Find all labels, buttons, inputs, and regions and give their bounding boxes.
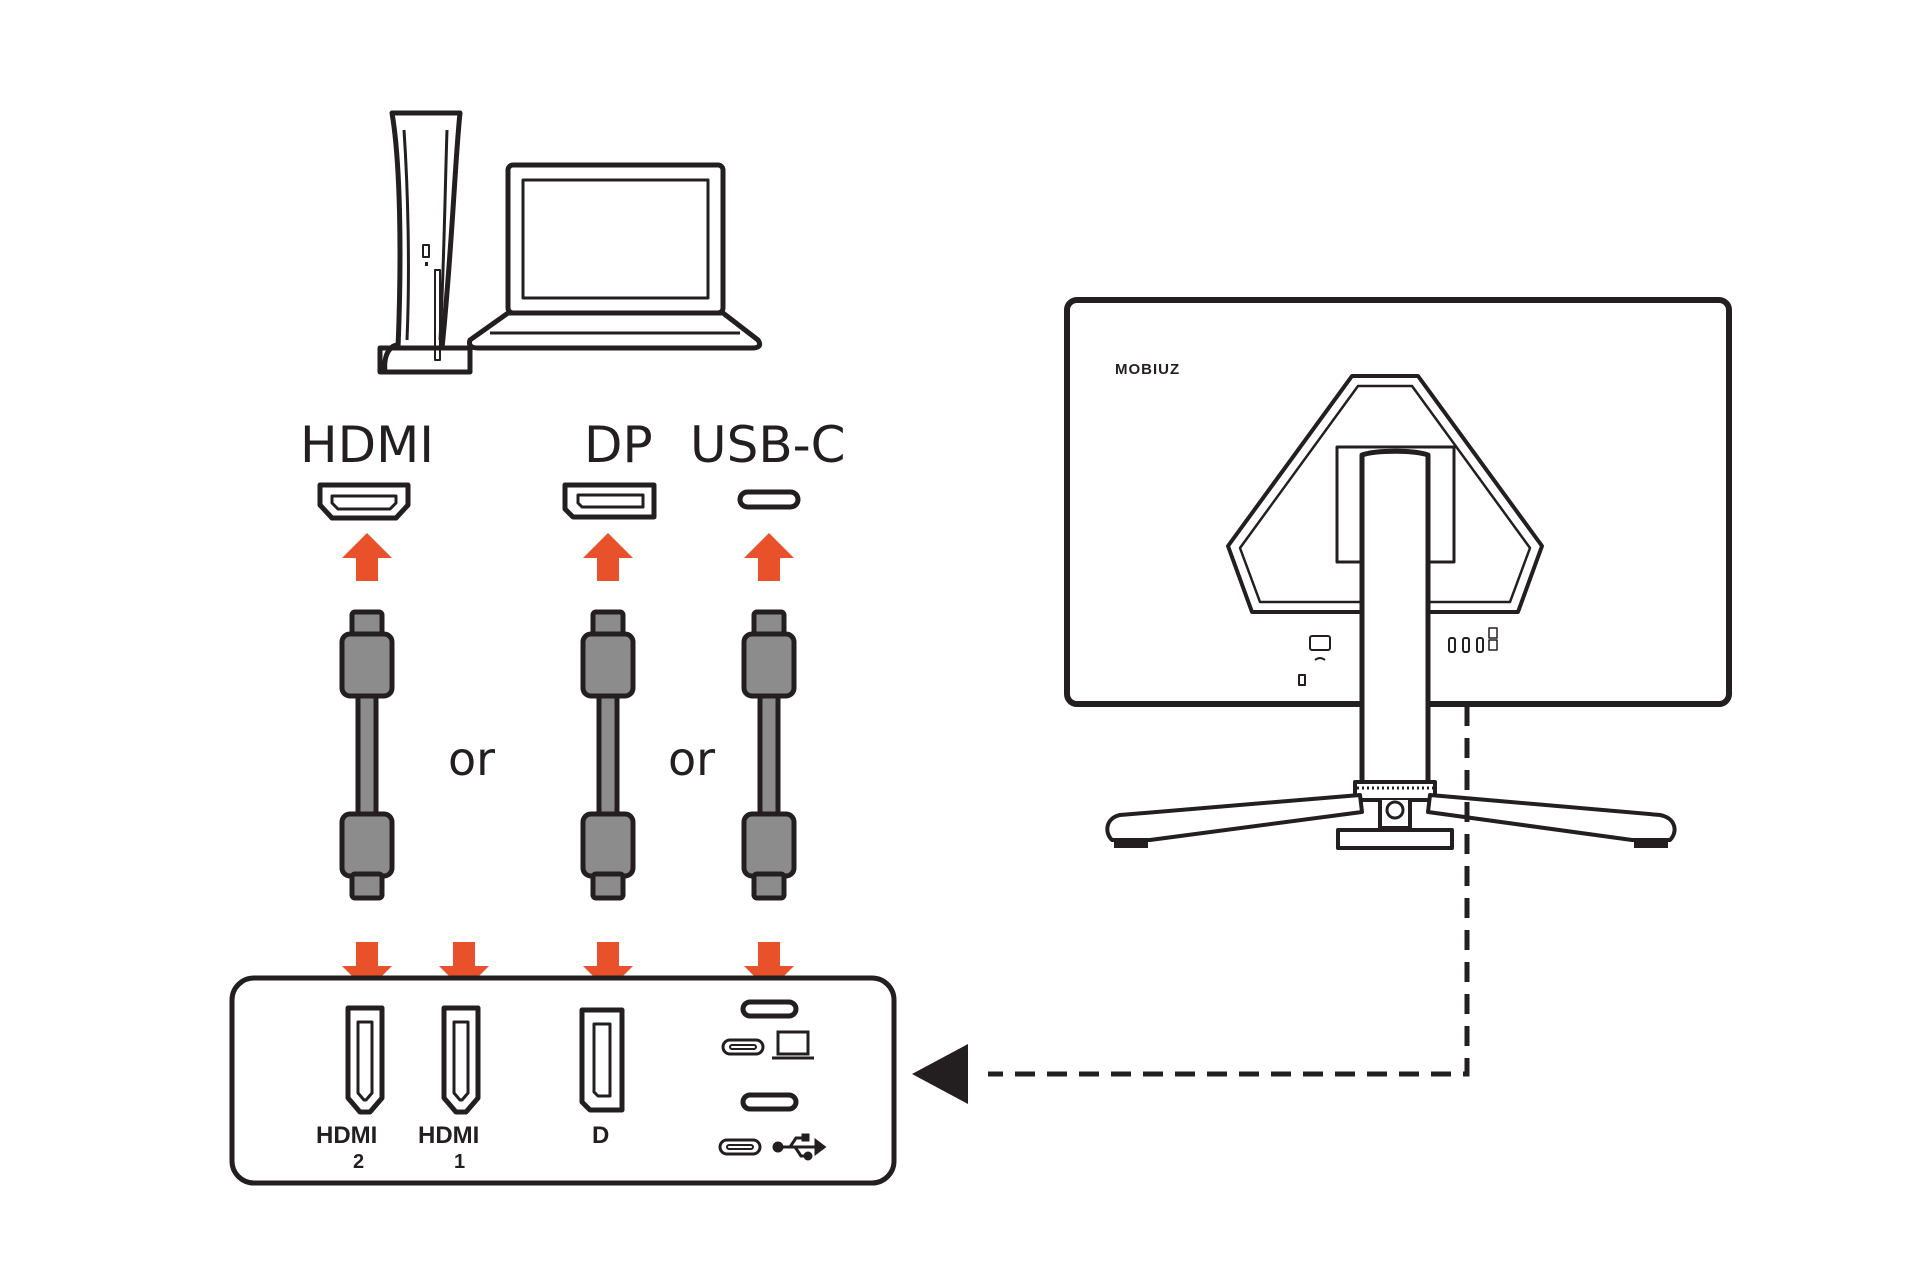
hdmi1-number: 1 [454, 1151, 465, 1173]
usbc-label: USB-C [690, 416, 846, 474]
usbc-port-2 [740, 1092, 799, 1112]
arrow-down-hdmi1 [439, 942, 489, 991]
usbc-connector-icon [737, 489, 801, 510]
usbc-laptop-symbol [721, 1030, 814, 1060]
dp-cable-icon [580, 609, 636, 901]
or-label-1: or [448, 732, 495, 786]
dp-logo: D [592, 1122, 609, 1149]
laptop-icon [467, 162, 763, 351]
hdmi-connector-icon [317, 482, 411, 521]
up-arrows [342, 533, 794, 581]
hdmi2-logo: HDMI [316, 1122, 377, 1149]
hdmi2-port [345, 1005, 385, 1115]
dp-port [579, 1007, 625, 1113]
hdmi1-logo: HDMI [418, 1122, 479, 1149]
pointer-arrow-icon [912, 1044, 968, 1104]
arrow-up-dp [583, 533, 633, 581]
dp-label: DP [584, 416, 653, 474]
hdmi2-number: 2 [353, 1151, 364, 1173]
down-arrows [342, 942, 794, 991]
dashed-connection-line [912, 706, 1470, 1104]
arrow-down-usbc [744, 942, 794, 991]
game-console-icon [377, 110, 473, 375]
usbc-cable-icon [741, 609, 797, 901]
arrow-down-hdmi2 [342, 942, 392, 991]
usbc-port-1 [740, 999, 799, 1019]
usbc-usb-symbol [718, 1138, 762, 1156]
dp-connector-icon [562, 482, 657, 520]
usb-icon [772, 1133, 827, 1161]
hdmi1-port [441, 1005, 481, 1115]
or-label-2: or [668, 732, 715, 786]
hdmi-cable-icon [339, 609, 395, 901]
arrow-up-hdmi [342, 533, 392, 581]
monitor-brand: MOBIUZ [1115, 361, 1180, 378]
hdmi-label: HDMI [300, 416, 434, 474]
monitor-rear-icon: MOBIUZ [1064, 297, 1732, 850]
port-panel: HDMI 2 HDMI 1 D [229, 975, 897, 1186]
arrow-down-dp [583, 942, 633, 991]
arrow-up-usbc [744, 533, 794, 581]
